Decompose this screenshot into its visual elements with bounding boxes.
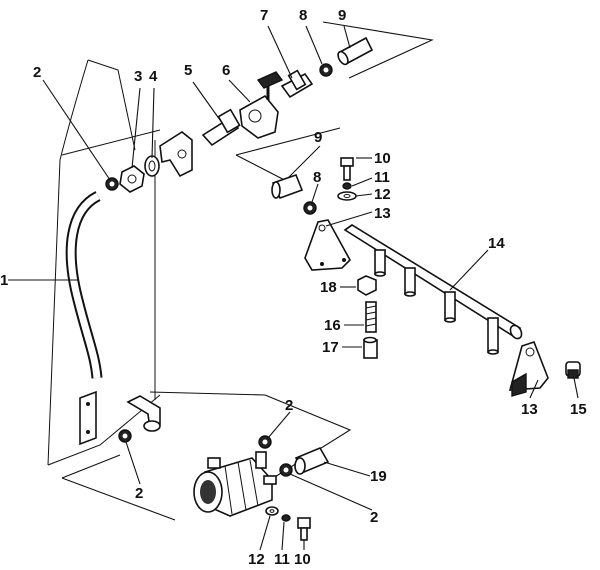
- assembly-guide-lines: [61, 21, 434, 521]
- filter-body: [193, 451, 277, 517]
- fitting-5: [201, 108, 241, 147]
- manifold-14: [343, 224, 523, 355]
- callout-13: 13: [374, 205, 391, 222]
- washer-11-upper: [342, 182, 352, 190]
- clamp-upper-left: [105, 177, 119, 191]
- callout-16: 16: [324, 317, 341, 334]
- callout-10: 10: [294, 551, 311, 568]
- bracket: [159, 131, 193, 178]
- callout-4: 4: [149, 68, 158, 85]
- washer-4: [144, 155, 160, 177]
- callout-7: 7: [260, 7, 268, 24]
- callout-17: 17: [322, 339, 339, 356]
- callout-9: 9: [314, 129, 322, 146]
- valve-6: [239, 71, 284, 139]
- clamp-2-lower-right: [279, 463, 293, 477]
- callout-labels: 1 2 3 4 5 6 7 8 9 9 8 10 11 12 13 14 18 …: [0, 7, 587, 568]
- callout-19: 19: [370, 468, 387, 485]
- callout-10: 10: [374, 150, 391, 167]
- bolt-10-lower: [297, 517, 311, 541]
- nut-18: [357, 275, 377, 296]
- clamp-8-mid: [303, 201, 317, 215]
- callout-15: 15: [570, 401, 587, 418]
- bracket-13-upper: [304, 219, 351, 271]
- callout-12: 12: [374, 186, 391, 203]
- bracket-13-lower: [508, 341, 549, 397]
- nut-3: [119, 165, 145, 193]
- tank-body: [47, 59, 161, 466]
- sleeve-9-top: [337, 36, 374, 66]
- clamp-2-lower-left: [118, 429, 132, 443]
- callout-2: 2: [285, 397, 293, 414]
- callout-2: 2: [370, 509, 378, 526]
- callout-9: 9: [338, 7, 346, 24]
- washer-11-lower: [281, 514, 291, 522]
- plug-15: [565, 361, 581, 379]
- sleeve-9-mid: [271, 173, 304, 200]
- callout-11: 11: [374, 169, 390, 186]
- lower-elbow-pipe: [126, 395, 161, 432]
- callout-6: 6: [222, 62, 230, 79]
- spacer-17: [363, 336, 378, 359]
- callout-3: 3: [134, 68, 142, 85]
- callout-11: 11: [274, 551, 290, 568]
- callout-18: 18: [320, 279, 337, 296]
- callout-8: 8: [299, 7, 307, 24]
- callout-8: 8: [313, 169, 321, 186]
- callout-13: 13: [521, 401, 538, 418]
- bolt-10-upper: [340, 157, 354, 181]
- clamp-8-top: [319, 63, 333, 77]
- callout-2: 2: [33, 64, 41, 81]
- callout-2: 2: [135, 485, 143, 502]
- clamp-2-mid: [258, 435, 272, 449]
- fitting-7: [280, 69, 314, 99]
- leader-lines: [8, 25, 579, 551]
- callout-12: 12: [248, 551, 265, 568]
- washer-12-upper: [337, 191, 357, 201]
- washer-12-lower: [265, 506, 279, 516]
- stud-16: [365, 301, 377, 333]
- callout-5: 5: [184, 62, 192, 79]
- hose: [65, 191, 103, 379]
- callout-1: 1: [0, 272, 8, 289]
- sleeve-19: [294, 446, 330, 475]
- lower-mount-plate: [79, 390, 97, 446]
- callout-14: 14: [488, 235, 505, 252]
